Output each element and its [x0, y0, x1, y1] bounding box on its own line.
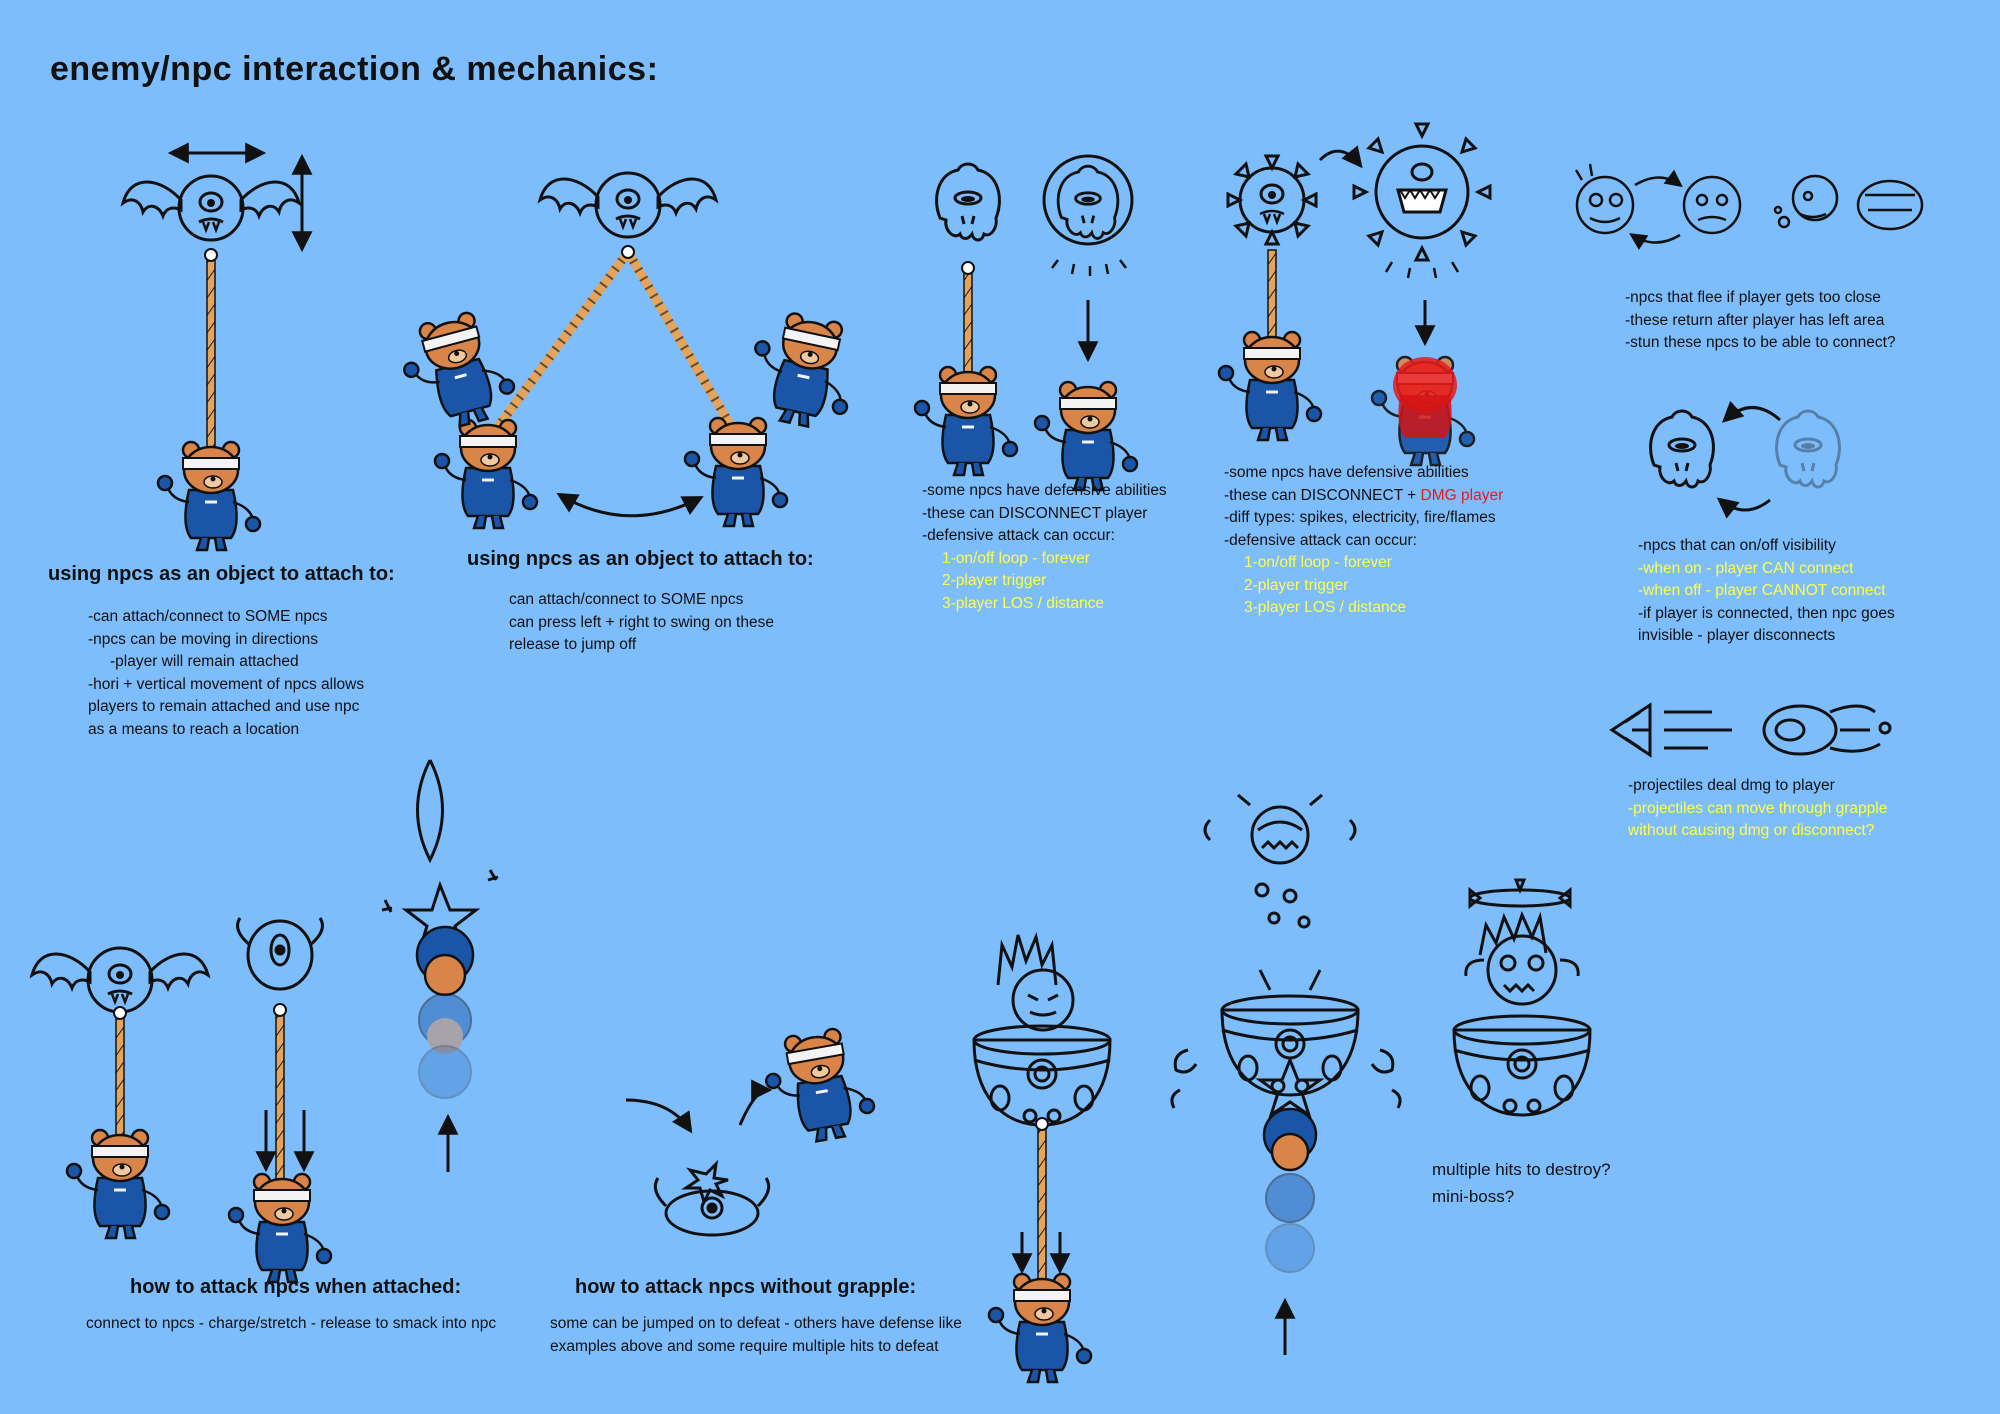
defensive1-line: -some npcs have defensive abilities [922, 482, 1167, 499]
miniboss-line: mini-boss? [1432, 1187, 1515, 1206]
visibility-illustration [1649, 400, 1841, 519]
visibility-text: -npcs that can on/off visibility -when o… [1638, 535, 1895, 648]
attack-attached-text: how to attack npcs when attached: connec… [86, 1276, 496, 1336]
defensive2-option: 3-player LOS / distance [1244, 599, 1406, 616]
defensive1-text: -some npcs have defensive abilities -the… [922, 480, 1167, 615]
miniboss-text: multiple hits to destroy? mini-boss? [1432, 1156, 1611, 1210]
attach1-line: -player will remain attached [110, 653, 299, 670]
attach1-line: -hori + vertical movement of npcs allows [88, 675, 365, 693]
defensive1-line: -these can DISCONNECT player [922, 504, 1148, 522]
defensive1-line: -defensive attack can occur: [922, 527, 1115, 544]
flee-line: -these return after player has left area [1625, 311, 1885, 329]
defensive2-option: 1-on/off loop - forever [1244, 554, 1392, 571]
projectiles-line: -projectiles deal dmg to player [1628, 777, 1835, 794]
attach1-text: using npcs as an object to attach to: -c… [48, 563, 395, 741]
attach2-line: can press left + right to swing on these [509, 613, 774, 631]
visibility-line: -npcs that can on/off visibility [1638, 537, 1836, 554]
attach2-illustration [392, 171, 866, 530]
jumping-bear [757, 1022, 880, 1150]
projectiles-text: -projectiles deal dmg to player -project… [1628, 775, 1887, 843]
attack-without-illustration [625, 1079, 773, 1237]
defensive1-option: 2-player trigger [942, 572, 1047, 589]
attack-attached-line: connect to npcs - charge/stretch - relea… [86, 1315, 497, 1332]
defensive2-line: -some npcs have defensive abilities [1224, 464, 1469, 481]
attack-without-heading: how to attack npcs without grapple: [575, 1276, 917, 1298]
flee-line: -npcs that flee if player gets too close [1625, 289, 1881, 306]
projectiles-option: without causing dmg or disconnect? [1628, 822, 1875, 839]
defensive1-illustration [913, 154, 1139, 492]
projectiles-illustration [1609, 702, 1892, 758]
projectiles-option: -projectiles can move through grapple [1628, 799, 1888, 817]
defensive1-option: 1-on/off loop - forever [942, 549, 1090, 567]
attack-without-text: how to attack npcs without grapple: some… [550, 1276, 962, 1358]
defensive1-option: 3-player LOS / distance [942, 594, 1104, 612]
attach1-line: -can attach/connect to SOME npcs [88, 608, 328, 625]
miniboss-line: multiple hits to destroy? [1432, 1160, 1611, 1179]
defensive2-illustration [1217, 122, 1492, 467]
attach1-line: -npcs can be moving in directions [88, 630, 319, 648]
defensive2-line: -diff types: spikes, electricity, fire/f… [1224, 509, 1496, 526]
visibility-option: -when off - player CANNOT connect [1638, 582, 1886, 599]
boss-illustration [972, 793, 1592, 1384]
page-title: enemy/npc interaction & mechanics: [50, 50, 659, 88]
visibility-line: invisible - player disconnects [1638, 627, 1836, 644]
visibility-option: -when on - player CAN connect [1638, 559, 1854, 577]
attach2-line: can attach/connect to SOME npcs [509, 591, 744, 608]
defensive2-text: -some npcs have defensive abilities -the… [1224, 462, 1503, 620]
defensive2-dmg-line: -these can DISCONNECT + DMG player [1224, 485, 1503, 508]
visibility-line: -if player is connected, then npc goes [1638, 604, 1895, 622]
attach1-heading: using npcs as an object to attach to: [48, 563, 395, 585]
flee-line: -stun these npcs to be able to connect? [1625, 334, 1896, 351]
defensive2-dmg-prefix: -these can DISCONNECT + [1224, 486, 1421, 504]
attach1-line: as a means to reach a location [88, 720, 300, 738]
attach2-line: release to jump off [509, 636, 637, 653]
attach2-text: using npcs as an object to attach to: ca… [467, 548, 814, 657]
defensive2-line: -defensive attack can occur: [1224, 531, 1417, 549]
defensive2-option: 2-player trigger [1244, 576, 1349, 594]
attack-without-line: examples above and some require multiple… [550, 1337, 939, 1355]
attack-attached-illustration [30, 759, 499, 1284]
defensive2-dmg-highlight: DMG player [1420, 486, 1504, 504]
attack-attached-heading: how to attack npcs when attached: [130, 1276, 462, 1298]
attack-without-line: some can be jumped on to defeat - others… [550, 1315, 962, 1332]
flee-text: -npcs that flee if player gets too close… [1625, 287, 1896, 355]
flee-illustration [1574, 163, 1924, 250]
attach2-heading: using npcs as an object to attach to: [467, 548, 814, 570]
attach1-illustration [121, 142, 313, 552]
attach1-line: players to remain attached and use npc [88, 698, 360, 715]
